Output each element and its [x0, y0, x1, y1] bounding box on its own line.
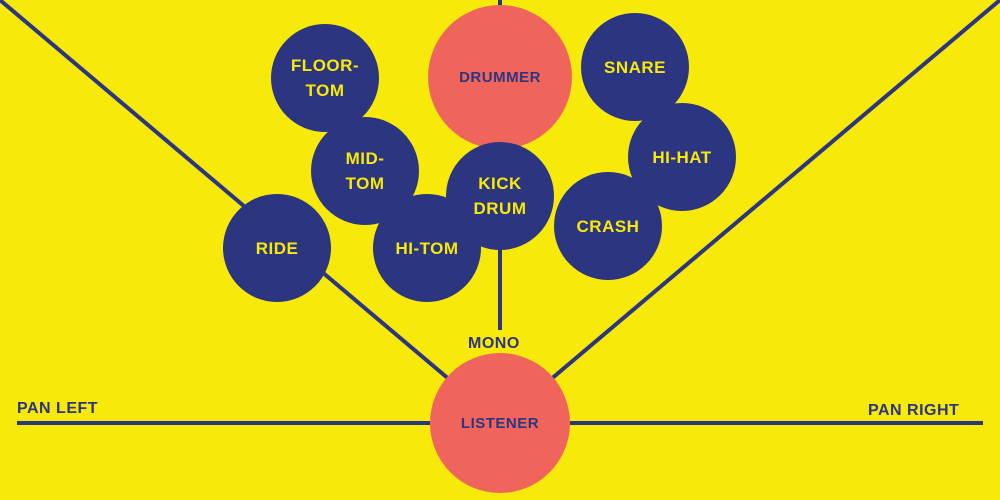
drummer-node: DRUMMER: [428, 5, 572, 149]
hi-hat-label: HI-HAT: [652, 147, 712, 167]
pan-left-label: PAN LEFT: [17, 400, 99, 417]
floor-tom-label-2: TOM: [305, 81, 345, 100]
crash-label: CRASH: [576, 216, 640, 236]
crash-node: CRASH: [554, 172, 662, 280]
drummer-label: DRUMMER: [459, 68, 541, 86]
mono-label: MONO: [468, 335, 520, 352]
ride-label: RIDE: [255, 238, 299, 258]
right-diagonal: [548, 0, 1000, 382]
hi-tom-label: HI-TOM: [395, 238, 459, 258]
listener-label: LISTENER: [460, 414, 540, 432]
ride-node: RIDE: [223, 194, 331, 302]
snare-label: SNARE: [603, 57, 666, 77]
kick-drum-node: KICK DRUM: [446, 142, 554, 250]
kick-drum-label-1: KICK: [478, 174, 522, 193]
floor-tom-label-1: FLOOR-: [290, 56, 360, 75]
kick-drum-label-2: DRUM: [473, 199, 527, 218]
mid-tom-label-2: TOM: [345, 174, 385, 193]
floor-tom-node: FLOOR- TOM: [271, 24, 379, 132]
pan-right-label: PAN RIGHT: [868, 402, 960, 419]
mid-tom-label-1: MID-: [345, 149, 385, 168]
left-diagonal: [0, 0, 452, 382]
listener-node: LISTENER: [430, 353, 570, 493]
